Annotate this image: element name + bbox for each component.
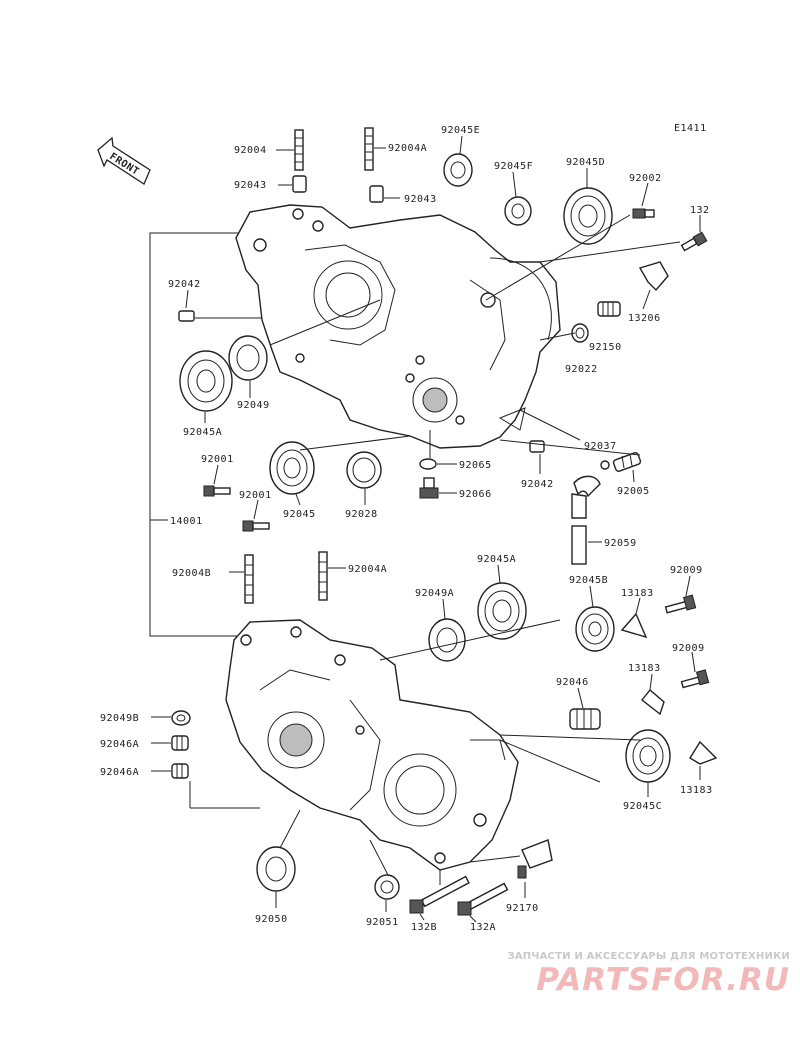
screw-92009-b — [680, 669, 710, 689]
label-92037: 92037 — [584, 441, 617, 452]
label-92002: 92002 — [629, 173, 662, 184]
bearing-92045A-left — [179, 350, 233, 412]
bearing-92045 — [269, 441, 315, 495]
label-92046: 92046 — [556, 677, 589, 688]
label-92004A-top: 92004A — [388, 143, 427, 154]
label-92004A-lower: 92004A — [348, 564, 387, 575]
bolt-132 — [680, 231, 708, 252]
screw-92002 — [632, 208, 655, 219]
stud-92004B — [244, 554, 254, 604]
stud-92004 — [294, 129, 304, 171]
fitting-92005 — [612, 452, 642, 472]
hose-92059 — [571, 475, 601, 565]
upper-crankcase-half — [235, 204, 561, 449]
needle-bearing-92046A-b — [171, 763, 189, 779]
label-92001-b: 92001 — [239, 490, 272, 501]
needle-bearing-92046A-a — [171, 735, 189, 751]
plate-13183-c — [689, 740, 718, 765]
label-92045: 92045 — [283, 509, 316, 520]
bearing-92045E — [443, 153, 473, 187]
label-92065: 92065 — [459, 460, 492, 471]
label-92045C: 92045C — [623, 801, 662, 812]
label-92043-left: 92043 — [234, 180, 267, 191]
label-13183-a: 13183 — [621, 588, 654, 599]
label-92066: 92066 — [459, 489, 492, 500]
washer-92065 — [419, 458, 437, 470]
bearing-92045A-lower — [477, 582, 527, 640]
label-92009-a: 92009 — [670, 565, 703, 576]
stud-92004A-top — [364, 127, 374, 171]
label-92042-mid: 92042 — [521, 479, 554, 490]
watermark-tagline: ЗАПЧАСТИ И АКСЕССУАРЫ ДЛЯ МОТОТЕХНИКИ — [507, 951, 790, 962]
seal-92049 — [228, 335, 268, 381]
bushing-92028 — [346, 451, 382, 489]
screw-92009-a — [664, 594, 697, 614]
label-92009-b: 92009 — [672, 643, 705, 654]
label-92049A: 92049A — [415, 588, 454, 599]
label-92050: 92050 — [255, 914, 288, 925]
label-132: 132 — [690, 205, 710, 216]
watermark-logo: PARTSFOR.RU — [536, 962, 790, 998]
label-92042-top: 92042 — [168, 279, 201, 290]
bolt-132A — [457, 882, 509, 916]
lower-crankcase-half — [225, 619, 519, 871]
seal-92050 — [256, 846, 296, 892]
bearing-92045D — [563, 187, 613, 245]
bracket-92170 — [517, 839, 553, 879]
label-13183-b: 13183 — [628, 663, 661, 674]
dowel-92042-mid — [529, 440, 545, 453]
label-92028: 92028 — [345, 509, 378, 520]
label-92051: 92051 — [366, 917, 399, 928]
group-label: 14001 — [170, 516, 203, 527]
label-13183-c: 13183 — [680, 785, 713, 796]
oring-92022 — [571, 323, 589, 343]
label-92045D: 92045D — [566, 157, 605, 168]
seal-92049B — [171, 710, 191, 726]
label-92045F: 92045F — [494, 161, 533, 172]
diagram-code: E1411 — [674, 123, 707, 134]
label-13206: 13206 — [628, 313, 661, 324]
bolt-92001-b — [242, 520, 270, 532]
front-arrow-icon: FRONT — [97, 136, 151, 185]
label-132B: 132B — [411, 922, 437, 933]
dowel-92042-top — [178, 310, 195, 322]
dowel-92043-left — [292, 175, 307, 193]
seal-92051 — [374, 874, 400, 900]
label-92004B: 92004B — [172, 568, 211, 579]
seal-92049A — [428, 618, 466, 662]
stud-92004A-lower — [318, 551, 328, 601]
bolt-132B — [409, 875, 470, 914]
case-group-bracket — [149, 232, 240, 637]
label-92001-a: 92001 — [201, 454, 234, 465]
label-92043-right: 92043 — [404, 194, 437, 205]
clip-92037 — [600, 460, 610, 470]
label-92049B: 92049B — [100, 713, 139, 724]
bolt-92001-a — [203, 485, 231, 497]
label-92022: 92022 — [565, 364, 598, 375]
label-132A: 132A — [470, 922, 496, 933]
label-92045E: 92045E — [441, 125, 480, 136]
label-92046A-b: 92046A — [100, 767, 139, 778]
plug-92066 — [419, 477, 439, 499]
label-92049: 92049 — [237, 400, 270, 411]
label-92045A-left: 92045A — [183, 427, 222, 438]
bearing-92045C — [625, 729, 671, 783]
bearing-92045B — [575, 606, 615, 652]
label-92004: 92004 — [234, 145, 267, 156]
needle-bearing-92046 — [569, 708, 601, 730]
plate-13183-a — [620, 612, 648, 639]
label-92046A-a: 92046A — [100, 739, 139, 750]
plate-13183-b — [641, 688, 665, 716]
dowel-92043-right — [369, 185, 384, 203]
label-92059: 92059 — [604, 538, 637, 549]
seal-92045F — [504, 196, 532, 226]
label-92150: 92150 — [589, 342, 622, 353]
label-92170: 92170 — [506, 903, 539, 914]
label-92045B: 92045B — [569, 575, 608, 586]
label-92045A-lower: 92045A — [477, 554, 516, 565]
lever-13206 — [597, 261, 669, 317]
label-92005: 92005 — [617, 486, 650, 497]
